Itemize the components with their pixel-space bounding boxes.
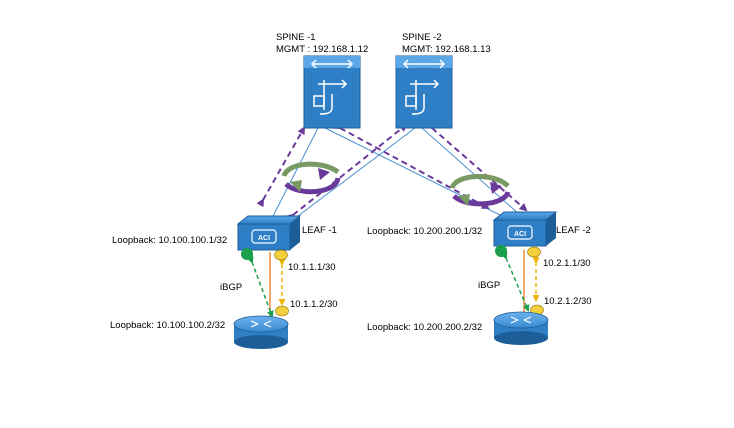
spine-2-mgmt: MGMT: 192.168.1.13 bbox=[402, 44, 491, 55]
router-2-device[interactable] bbox=[493, 311, 549, 345]
yellow-port-dot bbox=[274, 249, 288, 261]
leaf-1-router-links bbox=[241, 248, 289, 320]
green-port-dot bbox=[495, 245, 507, 257]
cycle-arrows-left bbox=[281, 161, 341, 195]
spine-1-device[interactable] bbox=[303, 55, 361, 129]
leaf-2-router-links bbox=[495, 245, 544, 316]
svg-text:ACI: ACI bbox=[514, 231, 526, 238]
leaf-2-device[interactable]: ACI bbox=[492, 211, 558, 247]
router-2-protocol: iBGP bbox=[478, 280, 500, 291]
yellow-port-dot bbox=[275, 305, 289, 317]
spine-2-name: SPINE -2 bbox=[402, 32, 442, 43]
leaf-2-loopback: Loopback: 10.200.200.1/32 bbox=[367, 226, 482, 237]
router-icon bbox=[250, 320, 272, 328]
svg-text:ACI: ACI bbox=[258, 235, 270, 242]
router-2-link-ip: 10.2.1.2/30 bbox=[544, 296, 592, 307]
router-1-device[interactable] bbox=[233, 315, 289, 349]
aci-icon: ACI bbox=[251, 229, 277, 244]
spine-1-name: SPINE -1 bbox=[276, 32, 316, 43]
leaf-2-link-ip: 10.2.1.1/30 bbox=[543, 258, 591, 269]
router-icon bbox=[510, 316, 532, 324]
leaf-1-loopback: Loopback: 10.100.100.1/32 bbox=[112, 235, 227, 246]
router-1-protocol: iBGP bbox=[220, 282, 242, 293]
router-1-loopback: Loopback: 10.100.100.2/32 bbox=[110, 320, 225, 331]
aci-icon: ACI bbox=[507, 225, 533, 240]
leaf-2-name: LEAF -2 bbox=[556, 225, 591, 236]
switch-icon bbox=[310, 59, 354, 115]
leaf-1-device[interactable]: ACI bbox=[236, 215, 302, 251]
green-port-dot bbox=[241, 248, 253, 260]
yellow-port-dot bbox=[527, 246, 541, 258]
spine-2-device[interactable] bbox=[395, 55, 453, 129]
router-1-link-ip: 10.1.1.2/30 bbox=[290, 299, 338, 310]
cycle-arrows-right bbox=[449, 173, 511, 207]
bgp-session-arrows bbox=[256, 121, 528, 222]
switch-icon bbox=[402, 59, 446, 115]
leaf-1-name: LEAF -1 bbox=[302, 225, 337, 236]
spine-1-mgmt: MGMT : 192.168.1.12 bbox=[276, 44, 368, 55]
router-2-loopback: Loopback: 10.200.200.2/32 bbox=[367, 322, 482, 333]
leaf-1-link-ip: 10.1.1.1/30 bbox=[288, 262, 336, 273]
